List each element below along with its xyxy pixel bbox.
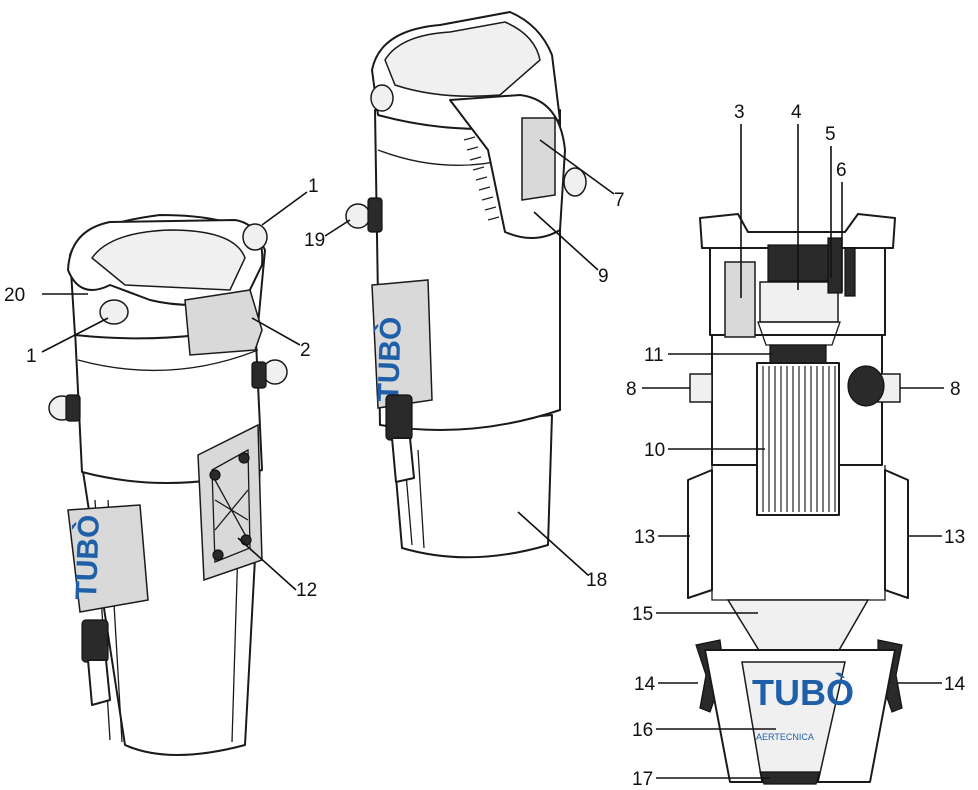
callout-5: 5 <box>825 124 836 145</box>
callout-8-right: 8 <box>950 379 961 400</box>
left-unit: TUBÒ <box>48 214 288 756</box>
right-unit: TUBÒ AERTECNICA <box>687 213 909 785</box>
leader-12 <box>237 537 297 591</box>
filter-pleats <box>762 366 836 512</box>
callout-6: 6 <box>836 160 847 181</box>
callout-1-front: 1 <box>26 346 37 367</box>
callout-13-left: 13 <box>634 527 655 548</box>
callout-18: 18 <box>586 570 607 591</box>
callout-9: 9 <box>598 266 609 287</box>
callout-15: 15 <box>632 604 653 625</box>
callout-13-right: 13 <box>944 527 965 548</box>
left-unit-logo: TUBÒ <box>69 514 106 600</box>
leader-1b <box>41 317 109 353</box>
leader-9 <box>533 211 599 271</box>
callout-3: 3 <box>734 102 745 123</box>
leader-lines <box>41 124 944 779</box>
leader-18 <box>517 511 589 576</box>
callout-14-right: 14 <box>944 674 966 695</box>
leader-7 <box>539 139 615 195</box>
callout-10: 10 <box>644 440 665 461</box>
leader-1a <box>261 191 308 226</box>
callout-4: 4 <box>791 102 802 123</box>
callout-12: 12 <box>296 580 317 601</box>
callout-11: 11 <box>644 345 664 366</box>
bag-logo: TUBÒ <box>752 671 854 713</box>
callout-2: 2 <box>300 340 311 361</box>
leader-19 <box>324 219 351 237</box>
callout-20: 20 <box>4 285 25 306</box>
callout-19: 19 <box>304 230 325 251</box>
middle-unit: TUBÒ <box>345 11 587 559</box>
callout-7: 7 <box>614 190 625 211</box>
middle-unit-logo: TUBÒ <box>371 316 408 402</box>
callout-17: 17 <box>632 769 653 790</box>
leader-2 <box>251 317 301 346</box>
callout-16: 16 <box>632 720 653 741</box>
middle-grille <box>463 136 500 221</box>
callout-14-left: 14 <box>634 674 656 695</box>
callout-8-left: 8 <box>626 379 637 400</box>
bag-maker: AERTECNICA <box>756 732 814 742</box>
callout-labels: 1 20 1 2 12 19 7 9 18 3 4 5 6 11 8 8 10 … <box>4 102 966 790</box>
callout-1-top: 1 <box>308 176 319 197</box>
